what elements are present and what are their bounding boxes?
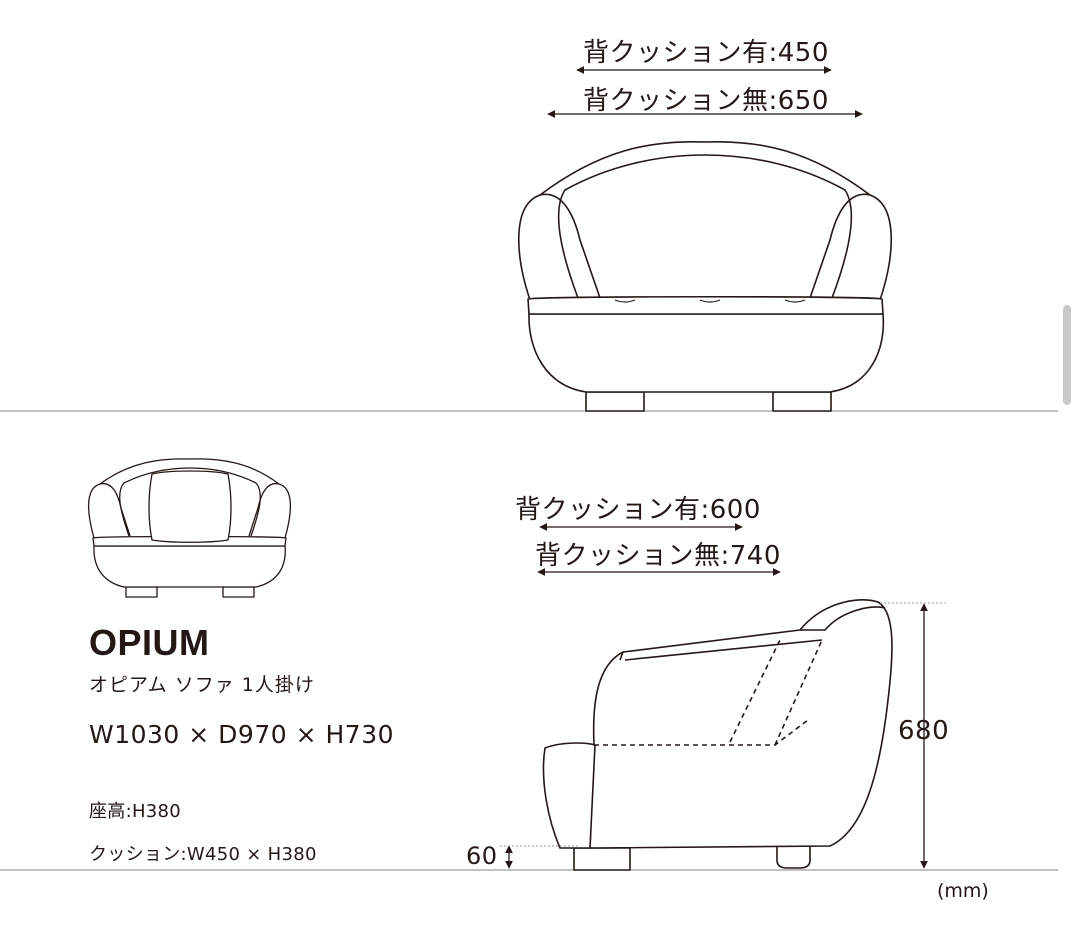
unit-label: (mm) <box>937 880 989 902</box>
side-leg-front <box>573 847 631 871</box>
side-label-with-cushion: 背クッション有:600 <box>515 495 761 525</box>
front-leg-right <box>772 391 832 412</box>
side-body <box>589 599 893 849</box>
side-view-sofa <box>542 599 893 871</box>
seat-height-spec: 座高:H380 <box>89 801 182 822</box>
front-back-top <box>539 140 871 196</box>
height-label: 680 <box>898 716 950 746</box>
front-label-with-cushion: 背クッション有:450 <box>583 38 829 68</box>
side-leg-back <box>776 845 811 869</box>
front-leg-left <box>585 391 645 412</box>
product-size: W1030 × D970 × H730 <box>89 720 395 749</box>
front-view-sofa <box>518 140 892 412</box>
thumbnail-sofa <box>87 458 292 598</box>
front-seat <box>527 295 884 315</box>
scrollbar-thumb[interactable] <box>1063 305 1071 405</box>
product-subtitle: オピアム ソファ 1人掛け <box>89 674 315 696</box>
product-name: OPIUM <box>89 622 210 663</box>
cushion-spec: クッション:W450 × H380 <box>89 844 317 865</box>
thumbnail-cushion <box>148 470 232 543</box>
side-label-without-cushion: 背クッション無:740 <box>535 541 781 571</box>
front-arm-left <box>518 193 601 301</box>
front-base <box>528 313 885 393</box>
side-arm-front <box>542 742 596 849</box>
front-arm-right <box>809 193 892 301</box>
front-back-cushion <box>557 154 853 299</box>
leg-height-label: 60 <box>466 842 498 870</box>
side-dashed-back <box>729 639 823 746</box>
front-label-without-cushion: 背クッション無:650 <box>583 86 829 116</box>
